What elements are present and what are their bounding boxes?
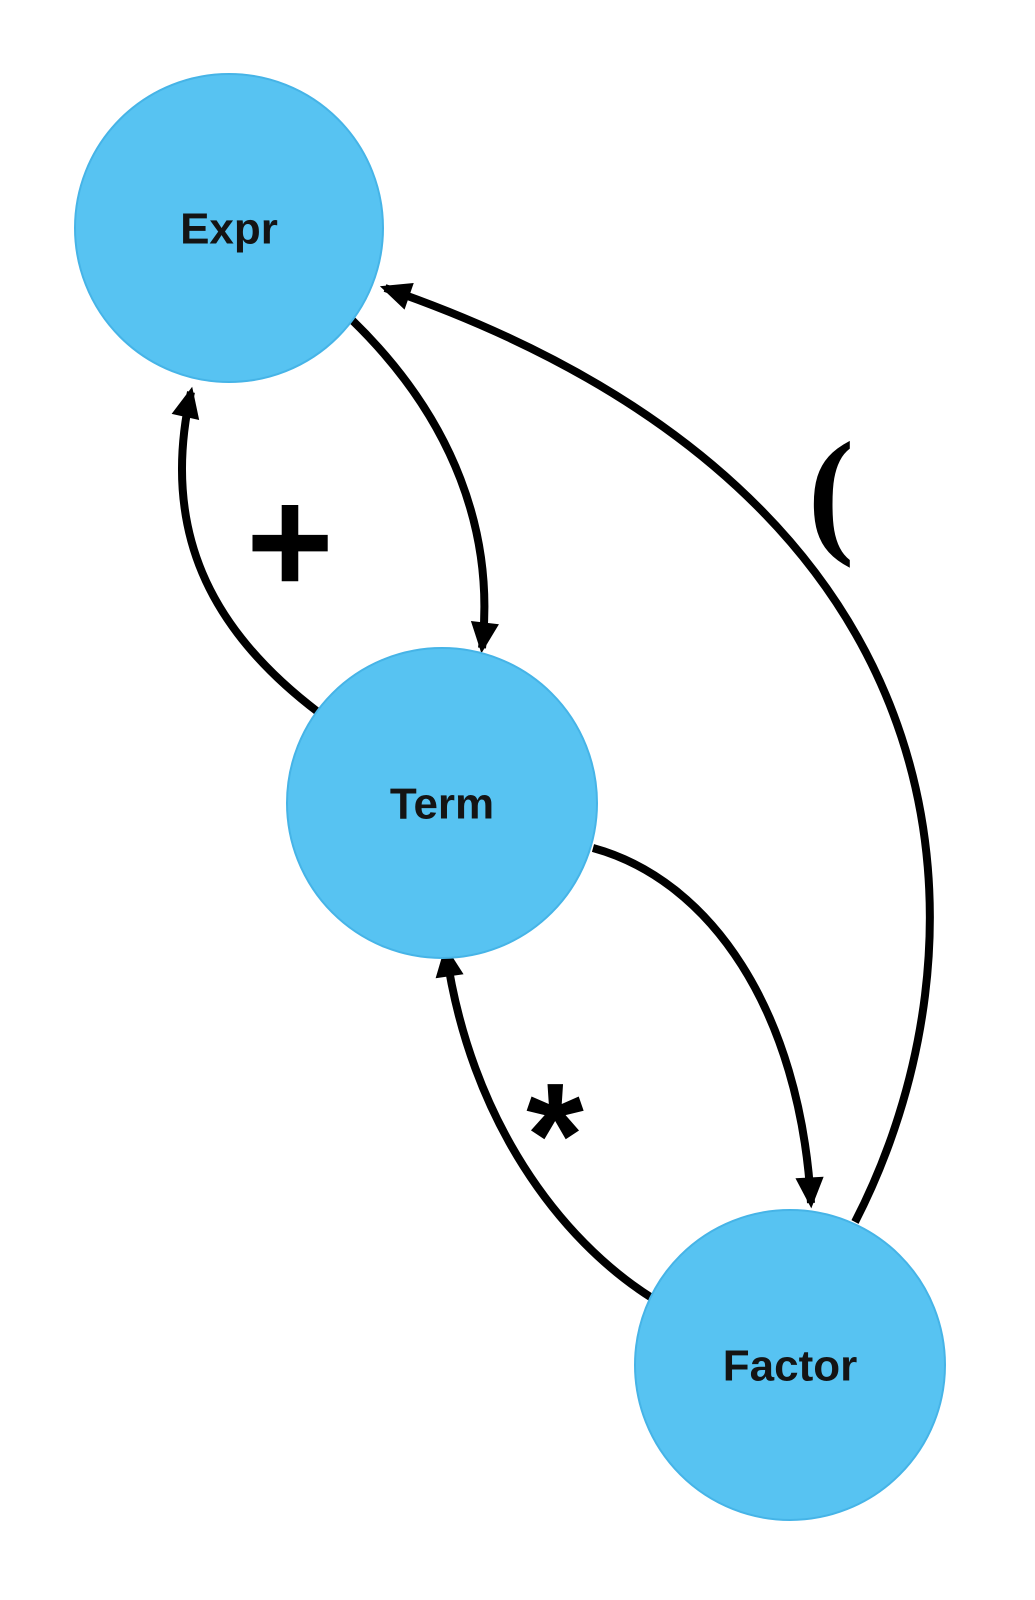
edge-factor-to-expr-paren [379,282,934,1224]
node-factor-label: Factor [723,1341,857,1390]
node-factor-circle [634,1209,946,1521]
node-term: Term [286,647,598,959]
edge-term-to-expr-plus [171,386,321,716]
node-expr-circle [74,73,384,383]
node-expr: Expr [74,73,384,383]
edge-term-to-factor [591,844,824,1209]
edge-label-asterisk: * [526,1053,584,1218]
edge-expr-to-term [349,317,499,654]
edge-label-plus: + [246,457,334,625]
node-expr-label: Expr [180,204,278,253]
edge-factor-to-term-asterisk [435,945,655,1302]
node-term-circle [286,647,598,959]
node-term-label: Term [390,779,494,828]
node-factor: Factor [634,1209,946,1521]
edge-label-open-paren: ( [808,414,855,569]
